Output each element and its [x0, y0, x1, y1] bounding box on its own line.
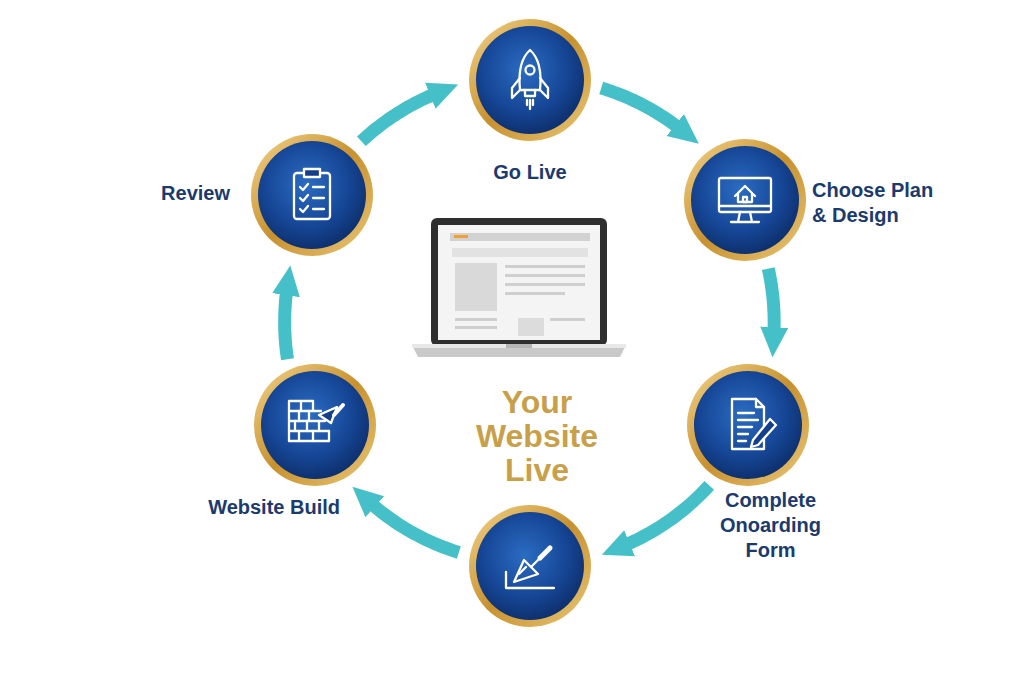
circle-outline — [468, 18, 592, 142]
laptop-illustration — [412, 218, 626, 357]
step-label: Complete Onoarding Form — [713, 488, 828, 563]
flow-arrow — [285, 285, 288, 359]
rocket-icon — [512, 50, 548, 109]
circle-outline — [683, 138, 807, 262]
circle-outline — [253, 363, 377, 487]
flow-arrow — [367, 500, 458, 552]
clipboard-icon — [294, 169, 330, 219]
step-circle — [468, 504, 592, 628]
flow-arrow — [601, 88, 683, 131]
flow-arrow — [361, 92, 439, 141]
brick-wall-icon — [289, 401, 343, 441]
center-title: Your Website Live — [462, 385, 612, 487]
circle-outline — [686, 363, 810, 487]
circle-outline — [468, 504, 592, 628]
circle-outline — [250, 133, 374, 257]
trowel-icon — [506, 548, 554, 588]
step-circle: Website Build — [253, 363, 377, 487]
step-circle: Review — [250, 133, 374, 257]
flow-arrow — [620, 485, 709, 547]
step-label: Go Live — [470, 160, 590, 185]
step-label: Website Build — [180, 495, 340, 520]
flow-arrow — [768, 269, 774, 338]
step-circle: Complete Onoarding Form — [686, 363, 810, 487]
step-circle: Choose Plan & Design — [683, 138, 807, 262]
monitor-home-icon — [719, 178, 771, 222]
step-circle: Go Live — [468, 18, 592, 142]
step-label: Choose Plan & Design — [812, 178, 947, 228]
step-label: Review — [120, 181, 230, 206]
form-icon — [732, 399, 776, 449]
